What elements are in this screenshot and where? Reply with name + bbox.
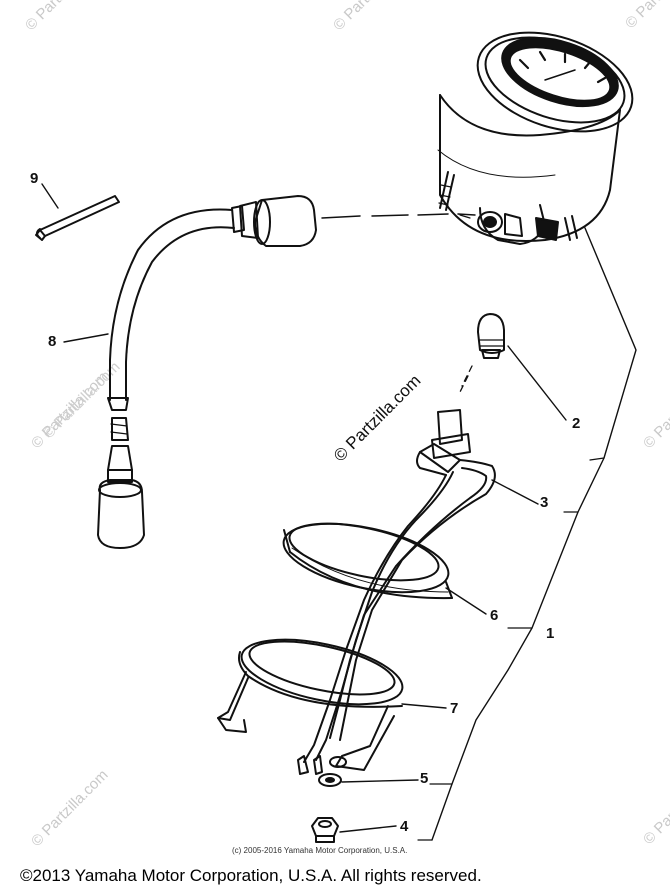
callout-3: 3 [540,494,549,511]
washer [318,773,342,787]
meter-bracket [217,638,404,771]
speedometer-assembly [437,31,634,245]
callout-9: 9 [30,170,39,187]
meter-bulb [459,313,505,393]
cable-clip [35,195,120,241]
callout-6: 6 [490,607,499,624]
speedometer-cable [97,195,317,549]
footer-copyright: ©2013 Yamaha Motor Corporation, U.S.A. A… [20,866,482,885]
bulb-socket-harness [297,409,496,775]
meter-gasket [282,522,453,600]
callout-5: 5 [420,770,429,787]
callout-4: 4 [400,818,409,835]
callout-1: 1 [546,625,555,642]
nut [311,817,339,843]
callout-7: 7 [450,700,459,717]
callout-2: 2 [572,415,581,432]
diagram-copyright-small: (c) 2005-2016 Yamaha Motor Corporation, … [232,846,408,855]
callout-8: 8 [48,333,57,350]
callout-leaders [41,183,637,841]
cable-connection-leader [321,213,476,219]
